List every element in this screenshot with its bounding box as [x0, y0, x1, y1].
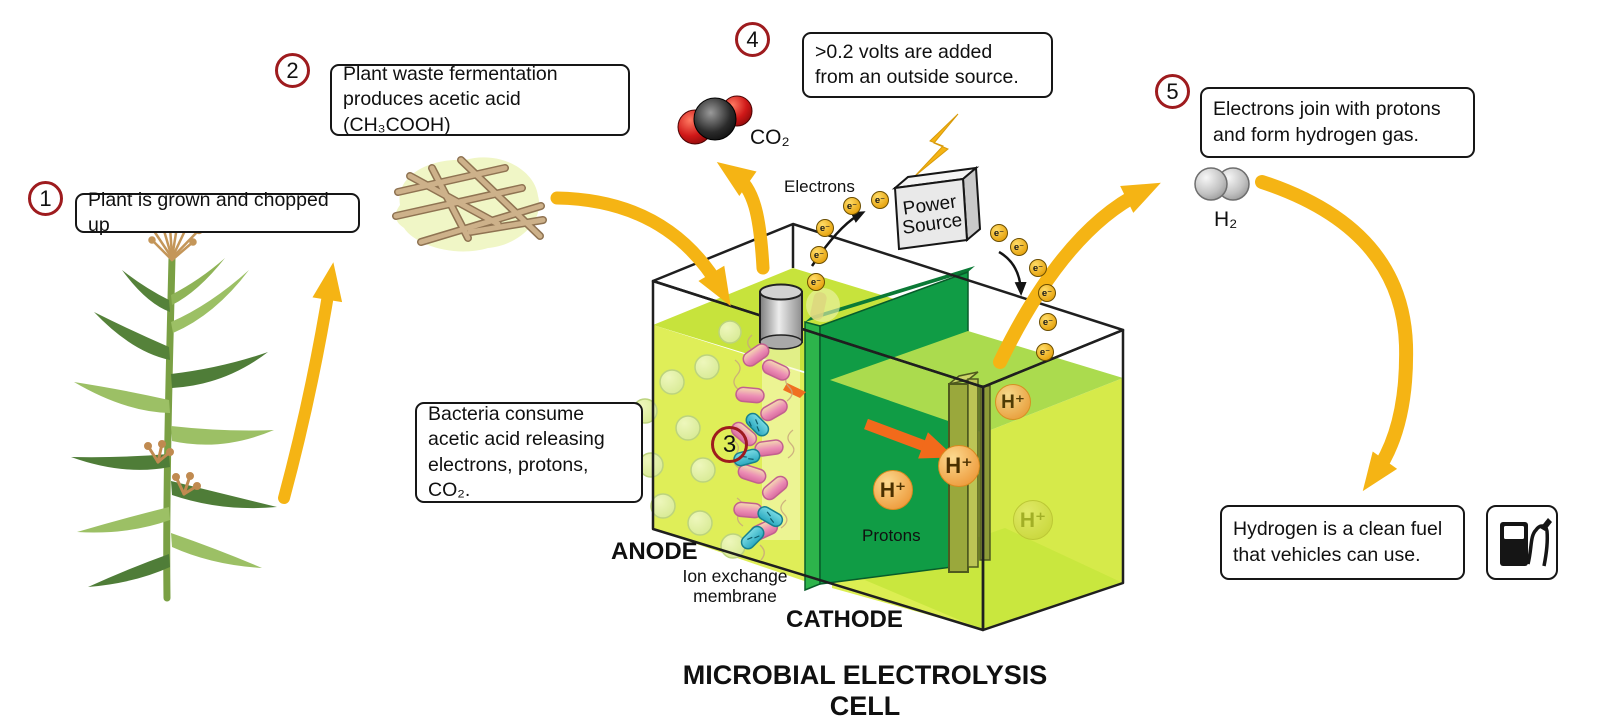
- anode-bubbles: [632, 320, 746, 559]
- electron-token: e⁻: [807, 273, 825, 291]
- step-4-text: >0.2 volts are added from an outside sou…: [815, 40, 1019, 88]
- proton-token: H⁺: [873, 470, 913, 510]
- co2-label: CO₂: [750, 126, 790, 149]
- plant-waste-illustration: [392, 156, 547, 252]
- electron-token: e⁻: [843, 197, 861, 215]
- anode-label: ANODE: [611, 538, 698, 565]
- step-number: 1: [39, 185, 52, 211]
- electron-token: e⁻: [816, 219, 834, 237]
- arrow-waste-to-cell: [550, 191, 731, 307]
- h2-molecule: [1194, 167, 1250, 201]
- protons-label: Protons: [862, 526, 921, 545]
- step-number: 2: [286, 57, 299, 83]
- proton-token: H⁺: [995, 384, 1031, 420]
- outcome-box: Hydrogen is a clean fuel that vehicles c…: [1220, 505, 1465, 580]
- step-number: 5: [1166, 78, 1179, 104]
- electron-token: e⁻: [990, 224, 1008, 242]
- step-4-box: >0.2 volts are added from an outside sou…: [802, 32, 1053, 98]
- corn-plant-illustration: [71, 193, 277, 602]
- step-number: 3: [722, 430, 737, 458]
- power-source-label: Power Source: [901, 191, 964, 239]
- step-circle-5: 5: [1155, 74, 1190, 109]
- arrow-cell-to-co2: [716, 161, 770, 275]
- arrow-plant-to-waste: [278, 262, 343, 504]
- electron-token: e⁻: [1038, 284, 1056, 302]
- fuel-pump-icon: [1500, 517, 1552, 566]
- electron-token: e⁻: [871, 191, 889, 209]
- electron-token: e⁻: [1039, 313, 1057, 331]
- step-2-text: Plant waste fermentation produces acetic…: [343, 62, 558, 136]
- cathode-label: CATHODE: [786, 606, 903, 633]
- step-circle-4: 4: [735, 22, 770, 57]
- step-5-box: Electrons join with protons and form hyd…: [1200, 87, 1475, 158]
- step-circle-3: 3: [711, 426, 748, 463]
- anode-electrode: [759, 283, 803, 350]
- arrow-cathode-to-h2: [993, 182, 1161, 369]
- electron-token: e⁻: [1036, 343, 1054, 361]
- electron-token: e⁻: [810, 246, 828, 264]
- proton-token-faded: H⁺: [1013, 500, 1053, 540]
- electron-token: e⁻: [1029, 259, 1047, 277]
- co2-molecule: [677, 95, 753, 145]
- step-3-box: Bacteria consume acetic acid releasing e…: [415, 402, 643, 503]
- membrane-label: Ion exchange membrane: [682, 566, 788, 607]
- diagram-title: MICROBIAL ELECTROLYSIS CELL: [682, 660, 1048, 718]
- step-circle-2: 2: [275, 53, 310, 88]
- step-number: 4: [746, 26, 759, 52]
- h2-label: H₂: [1214, 208, 1238, 231]
- proton-token: H⁺: [938, 445, 980, 487]
- step-5-text: Electrons join with protons and form hyd…: [1213, 98, 1441, 146]
- fuel-pump-box: [1486, 505, 1558, 580]
- electron-token: e⁻: [1010, 238, 1028, 256]
- step-1-box: Plant is grown and chopped up: [75, 189, 360, 236]
- electrons-label: Electrons: [784, 177, 855, 196]
- step-3-text: Bacteria consume acetic acid releasing e…: [428, 402, 605, 501]
- lightning-icon: [914, 113, 959, 177]
- proton-transfer-arrow: [864, 418, 955, 459]
- arrow-h2-to-fuel: [1255, 175, 1414, 492]
- outcome-text: Hydrogen is a clean fuel that vehicles c…: [1233, 518, 1443, 566]
- step-circle-1: 1: [28, 181, 63, 216]
- cell-edges: [651, 222, 1125, 632]
- power-source-box: [891, 165, 982, 251]
- flow-arrows: [278, 161, 1414, 504]
- step-1-text: Plant is grown and chopped up: [88, 188, 329, 236]
- step-2-box: Plant waste fermentation produces acetic…: [330, 62, 630, 136]
